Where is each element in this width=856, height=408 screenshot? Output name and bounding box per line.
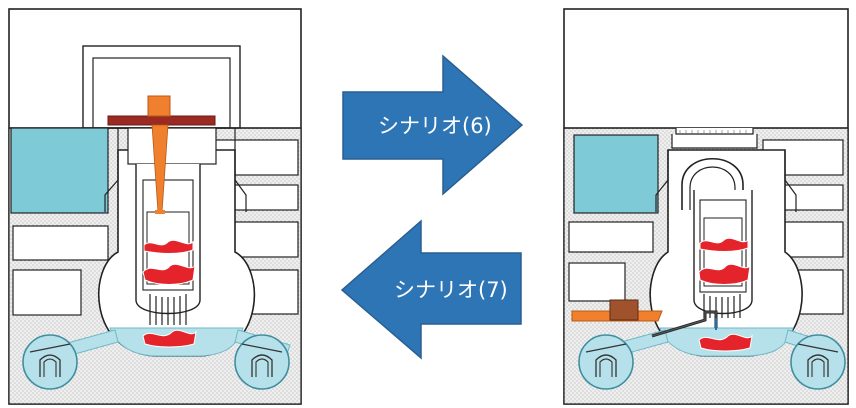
left-control-rod-drives (149, 294, 187, 325)
left-suppression-chamber-right (234, 334, 290, 390)
arrow-forward-label: シナリオ(6) (378, 114, 492, 138)
left-suppression-chamber-left (22, 334, 78, 390)
left-reactor-building (8, 8, 302, 405)
left-pressure-vessel (127, 127, 217, 165)
right-control-rod-drives (703, 294, 741, 318)
left-spent-fuel-pool (10, 127, 109, 214)
right-suppression-chamber-right (790, 334, 846, 390)
arrow-backward-label: シナリオ(7) (394, 278, 508, 302)
left-head-nozzle (147, 95, 171, 117)
right-leak-box (609, 299, 639, 321)
arrow-backward: シナリオ(7) (340, 219, 522, 360)
right-reactor-building (563, 8, 849, 405)
right-spent-fuel-pool (573, 134, 659, 214)
left-vessel-head (107, 115, 216, 126)
right-suppression-chamber-left (578, 334, 634, 390)
left-molten-fuel (142, 239, 197, 348)
right-molten-fuel (698, 237, 753, 352)
arrow-forward: シナリオ(6) (342, 54, 524, 196)
